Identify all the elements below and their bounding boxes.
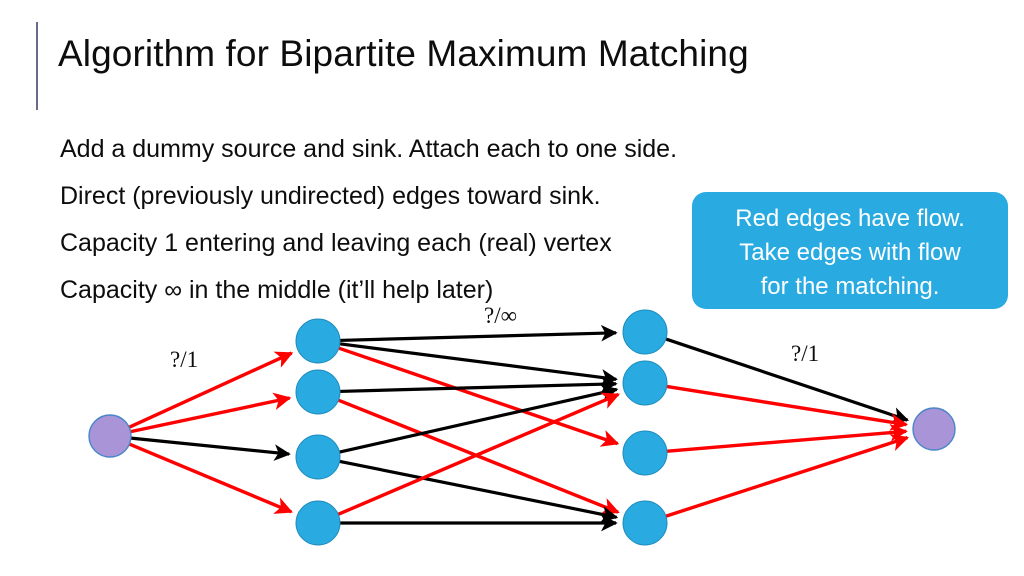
edge-R1-sink <box>664 337 910 424</box>
node-R1 <box>622 309 668 355</box>
callout-line-1: Red edges have flow. <box>735 205 965 232</box>
node-R4 <box>622 500 668 546</box>
node-source <box>88 414 132 458</box>
node-L3 <box>295 434 341 480</box>
callout-line-2: Take edges with flow <box>739 239 961 266</box>
node-layer <box>88 309 956 546</box>
node-L2 <box>295 369 341 415</box>
node-R3 <box>622 430 668 476</box>
edge-R3-sink-flow <box>665 423 908 453</box>
edge-R4-sink-flow <box>664 434 910 519</box>
edge-L1-R1 <box>338 324 618 343</box>
node-L4 <box>295 500 341 546</box>
node-L1 <box>295 318 341 364</box>
edge-L1-R3-flow <box>337 346 620 447</box>
label-source-capacity: ?/1 <box>170 347 199 372</box>
body-text-block: Add a dummy source and sink. Attach each… <box>60 126 780 314</box>
edge-L1-R2 <box>338 342 618 386</box>
edge-L4-R2-flow <box>336 392 620 517</box>
edge-L2-R2 <box>338 375 618 394</box>
edge-source-L4-flow <box>127 442 293 514</box>
callout-line-3: for the matching. <box>760 273 940 300</box>
callout-box: Red edges have flow. Take edges with flo… <box>692 192 1008 309</box>
edge-L3-R2 <box>338 384 619 454</box>
edge-R2-sink-flow <box>665 384 909 431</box>
edge-source-L3 <box>129 436 291 461</box>
node-R2 <box>622 360 668 406</box>
edge-L3-R4 <box>338 459 619 523</box>
edge-source-L1-flow <box>127 351 294 430</box>
page-title: Algorithm for Bipartite Maximum Matching <box>58 33 749 74</box>
body-line-3: Capacity 1 entering and leaving each (re… <box>60 229 612 257</box>
body-line-4: Capacity ∞ in the middle (it’ll help lat… <box>60 276 494 304</box>
body-line-2: Direct (previously undirected) edges tow… <box>60 182 601 210</box>
label-middle-capacity: ?/∞ <box>484 303 517 328</box>
body-line-1: Add a dummy source and sink. Attach each… <box>60 135 678 163</box>
label-sink-capacity: ?/1 <box>791 341 820 366</box>
node-sink <box>912 407 956 451</box>
edge-layer <box>127 324 910 532</box>
edge-source-L2-flow <box>129 392 292 434</box>
title-accent-bar <box>36 22 38 110</box>
